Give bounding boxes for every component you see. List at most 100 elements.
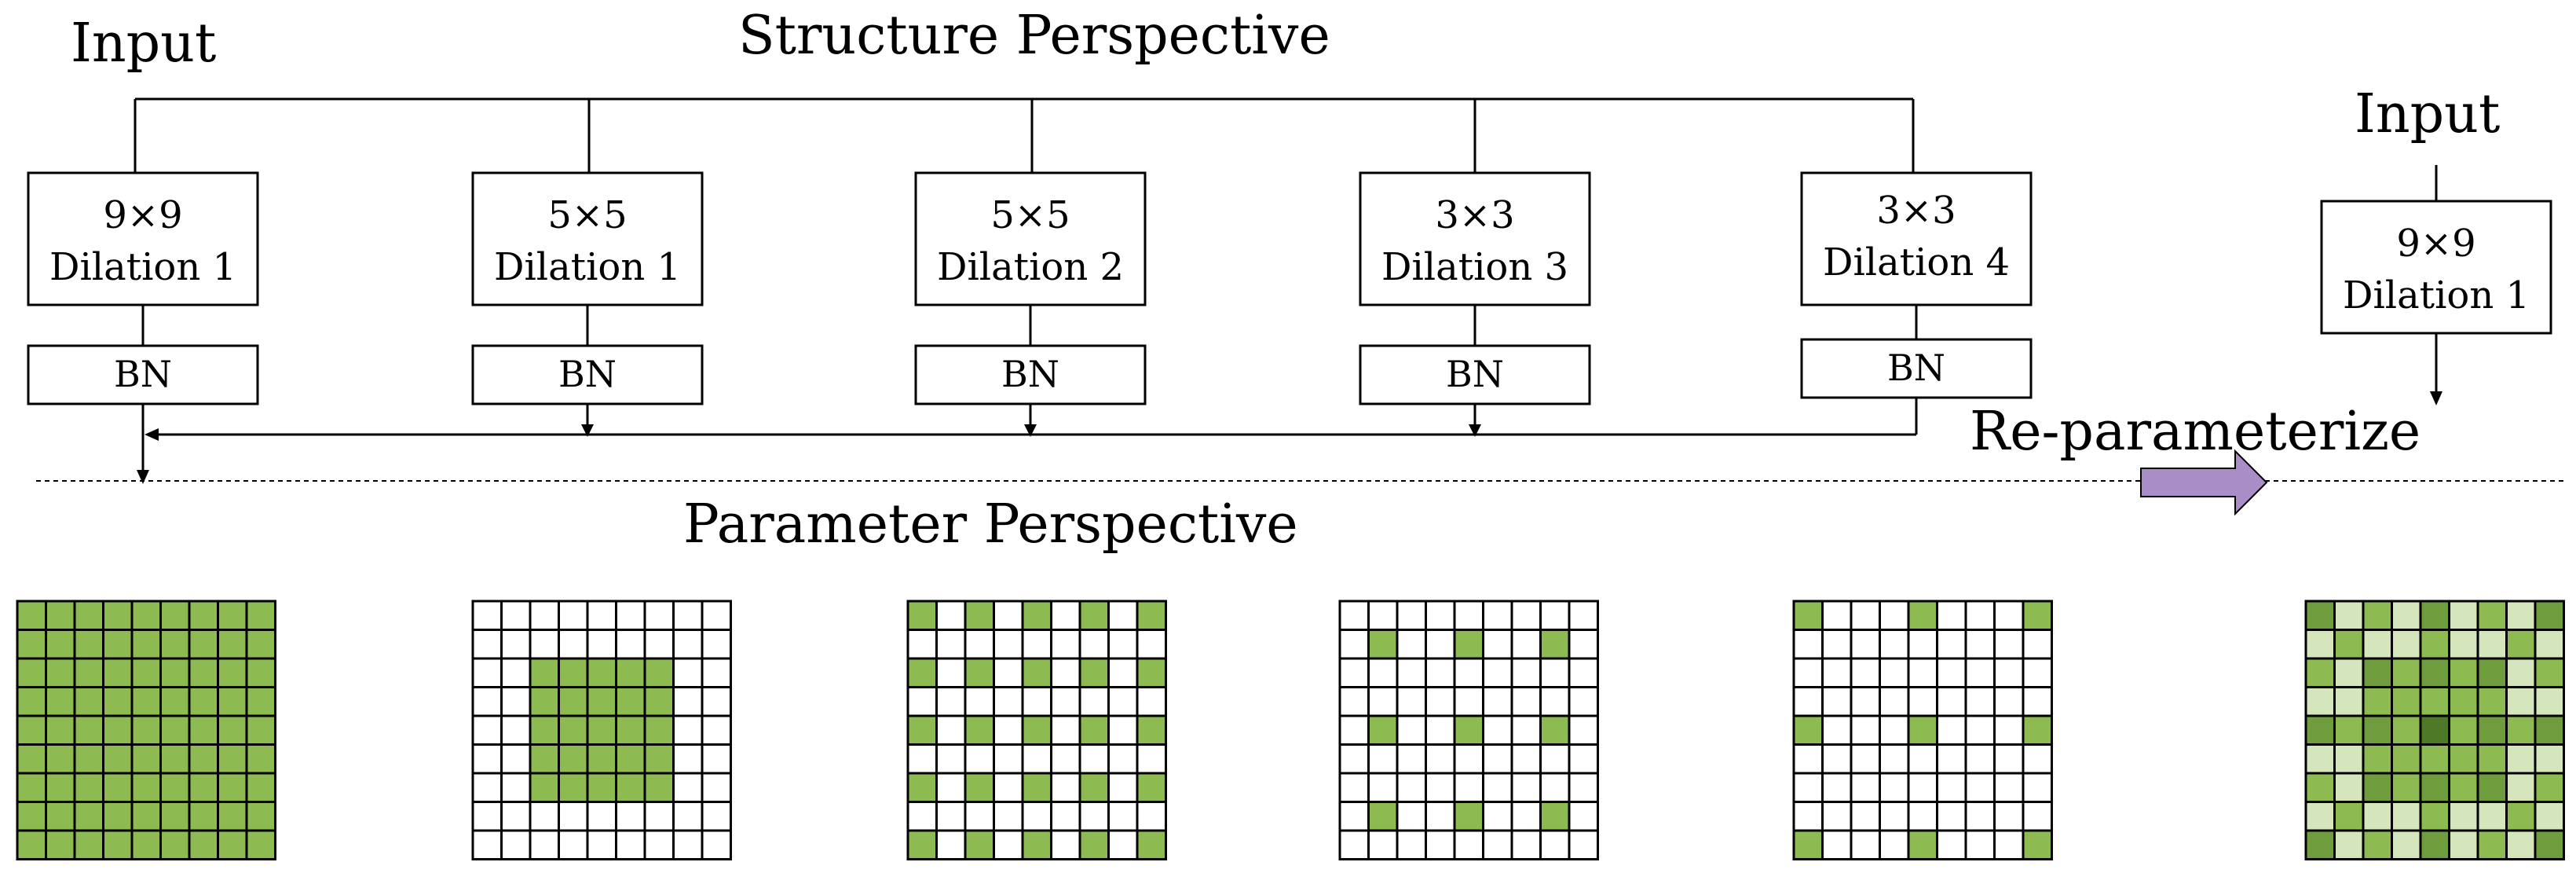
kernel-cell [2505, 772, 2537, 803]
kernel-cell [1453, 600, 1484, 631]
kernel-cell [1396, 801, 1427, 832]
kernel-cell [1993, 686, 2025, 717]
kernel-cell [1021, 657, 1052, 688]
kernel-cell [906, 801, 938, 832]
kernel-cell [245, 686, 276, 717]
kernel-size-label: 5×5 [547, 193, 627, 237]
kernel-cell [1993, 714, 2025, 746]
kernel-cell [2333, 686, 2365, 717]
merge-lines [137, 398, 1918, 484]
kernel-cell [1453, 686, 1484, 717]
kernel-cell [500, 600, 532, 631]
dilation-label: Dilation 4 [1823, 240, 2010, 284]
kernel-cell [906, 714, 938, 746]
kernel-cell [102, 629, 134, 660]
kernel-cell [159, 714, 191, 746]
kernel-cell [1078, 714, 1110, 746]
kernel-cell [1821, 629, 1853, 660]
kernel-cell [529, 714, 560, 746]
input-distribution-lines [134, 97, 1915, 173]
kernel-cell [993, 743, 1024, 775]
kernel-cell [1338, 686, 1370, 717]
kernel-cell [1050, 772, 1081, 803]
kernel-cell [16, 743, 47, 775]
kernel-cell [73, 801, 104, 832]
kernel-cell [1821, 772, 1853, 803]
kernel-cell [1879, 657, 1910, 688]
bn-label: BN [1887, 347, 1945, 389]
kernel-cell [1936, 629, 1967, 660]
kernel-cell [615, 743, 646, 775]
kernel-cell [558, 801, 589, 832]
kernel-cell [1850, 657, 1881, 688]
kernel-cell [643, 801, 675, 832]
kernel-cell [1993, 829, 2025, 860]
kernel-cell [1850, 714, 1881, 746]
kernel-cell [1907, 600, 1938, 631]
kernel-cell [159, 657, 191, 688]
kernel-cell [672, 600, 704, 631]
dilation-label: Dilation 1 [49, 245, 236, 289]
kernel-cell [2534, 714, 2565, 746]
kernel-cell [245, 743, 276, 775]
kernel-cell [529, 829, 560, 860]
kernel-cell [558, 714, 589, 746]
kernel-cell [1453, 801, 1484, 832]
kernel-cell [2333, 743, 2365, 775]
kernel-cell [1050, 743, 1081, 775]
kernel-cell [2476, 829, 2508, 860]
kernel-cell [672, 657, 704, 688]
kernel-cell [500, 772, 532, 803]
kernel-cell [2362, 829, 2393, 860]
kernel-cell [471, 600, 503, 631]
kernel-cell [471, 657, 503, 688]
kernel-cell [1907, 714, 1938, 746]
kernel-cell [1482, 801, 1513, 832]
kernel-cell [993, 686, 1024, 717]
kernel-grid-5x5-d2 [906, 600, 1167, 860]
kernel-size-label: 5×5 [990, 193, 1070, 237]
kernel-cell [1136, 714, 1167, 746]
kernel-cell [906, 772, 938, 803]
kernel-cell [217, 686, 248, 717]
kernel-cell [935, 629, 967, 660]
kernel-cell [2505, 801, 2537, 832]
kernel-cell [45, 801, 76, 832]
kernel-cell [529, 600, 560, 631]
bn-label: BN [1001, 353, 1059, 395]
kernel-cell [2391, 686, 2422, 717]
kernel-cell [993, 772, 1024, 803]
kernel-cell [1107, 629, 1139, 660]
kernel-cell [643, 600, 675, 631]
kernel-cell [2534, 829, 2565, 860]
kernel-cell [1453, 743, 1484, 775]
kernel-cell [16, 629, 47, 660]
kernel-cell [906, 743, 938, 775]
kernel-cell [1936, 743, 1967, 775]
kernel-cell [615, 772, 646, 803]
kernel-cell [1136, 801, 1167, 832]
kernel-cell [217, 657, 248, 688]
kernel-cell [245, 600, 276, 631]
kernel-cell [701, 629, 732, 660]
dilation-label: Dilation 1 [2343, 273, 2530, 317]
kernel-cell [102, 743, 134, 775]
kernel-cell [2476, 743, 2508, 775]
kernel-cell [1136, 743, 1167, 775]
merge-arrowhead [581, 424, 594, 437]
kernel-cell [159, 772, 191, 803]
kernel-cell [701, 772, 732, 803]
kernel-cell [1907, 686, 1938, 717]
kernel-cell [2419, 600, 2450, 631]
kernel-cell [1107, 600, 1139, 631]
kernel-cell [2476, 600, 2508, 631]
kernel-cell [1078, 743, 1110, 775]
kernel-cell [130, 829, 162, 860]
kernel-cell [701, 829, 732, 860]
kernel-cell [643, 686, 675, 717]
kernel-cell [1539, 686, 1571, 717]
dilation-label: Dilation 1 [494, 245, 681, 289]
kernel-cell [643, 772, 675, 803]
kernel-cell [672, 801, 704, 832]
